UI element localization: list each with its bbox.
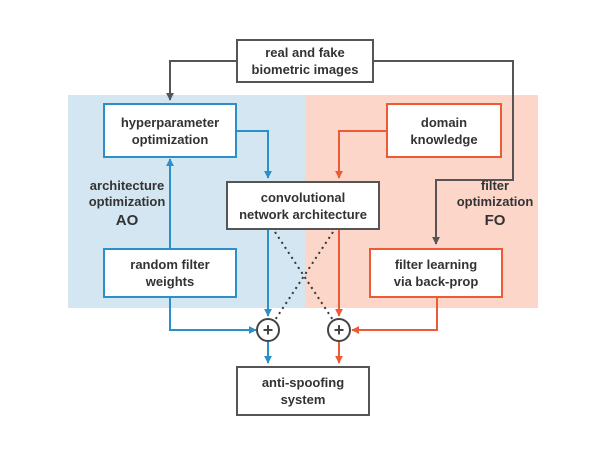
architecture-optimization-label: architecture optimization AO	[72, 178, 182, 231]
edge-images-to-filter-learning	[374, 60, 514, 245]
fo-line1: filter	[480, 178, 510, 193]
filter-optimization-label: filter optimization FO	[450, 178, 540, 231]
filter-learning-node: filter learning via back-prop	[369, 248, 503, 298]
hyperparameter-optimization-label: hyperparameter optimization	[120, 114, 220, 147]
domain-knowledge-node: domain knowledge	[386, 103, 502, 158]
plus-sign-left: +	[263, 320, 274, 340]
filter-learning-label: filter learning via back-prop	[393, 257, 479, 289]
ao-abbr: AO	[115, 212, 139, 229]
anti-spoofing-node: anti-spoofing system	[236, 366, 370, 416]
edge-hyperparameter-to-conv	[237, 130, 272, 179]
hyperparameter-optimization-node: hyperparameter optimization	[103, 103, 237, 158]
real-fake-images-node: real and fake biometric images	[236, 39, 374, 83]
plus-sign-right: +	[334, 320, 345, 340]
real-fake-images-label: real and fake biometric images	[251, 45, 359, 77]
fo-abbr: FO	[484, 212, 506, 229]
ao-line1: architecture	[89, 178, 165, 193]
random-filter-weights-node: random filter weights	[103, 248, 237, 298]
anti-spoofing-label: anti-spoofing system	[261, 375, 345, 407]
edge-random-to-plus-left	[169, 298, 257, 334]
cross-edge-left-to-right	[274, 231, 334, 321]
edge-images-to-hyperparameter	[166, 60, 236, 101]
fo-line2: optimization	[456, 194, 534, 209]
random-filter-weights-label: random filter weights	[130, 257, 210, 289]
edge-filter-learning-to-plus-right	[351, 298, 438, 334]
ao-line2: optimization	[88, 194, 166, 209]
conv-architecture-label: convolutional network architecture	[239, 189, 367, 222]
combine-operator-right	[327, 318, 351, 342]
cross-edge-right-to-left	[274, 231, 334, 321]
domain-knowledge-label: domain knowledge	[410, 114, 478, 147]
conv-architecture-node: convolutional network architecture	[226, 181, 380, 230]
edge-domain-to-conv	[335, 130, 386, 179]
combine-operator-left	[256, 318, 280, 342]
